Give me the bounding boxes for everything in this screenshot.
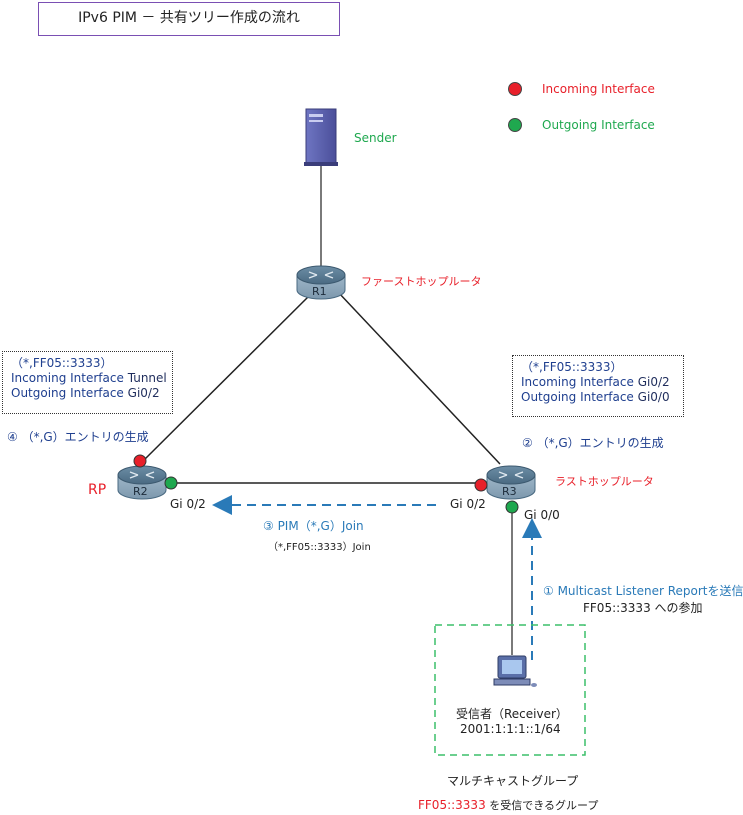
r1-role-label: ファーストホップルータ bbox=[361, 275, 482, 288]
step2-label: ② （*,G）エントリの生成 bbox=[522, 436, 664, 450]
legend-incoming-label: Incoming Interface bbox=[542, 82, 655, 96]
r3-gi00-label: Gi 0/0 bbox=[524, 508, 560, 522]
multicast-group-box bbox=[434, 624, 586, 756]
step3-sub-label: （*,FF05::3333）Join bbox=[268, 542, 371, 553]
r2-incoming-label: Incoming Interface bbox=[11, 371, 124, 385]
legend-outgoing-dot bbox=[508, 118, 522, 132]
link-r1-r3 bbox=[337, 291, 501, 465]
step1-label: ① Multicast Listener Reportを送信 bbox=[543, 584, 743, 598]
router-r1-icon[interactable] bbox=[296, 265, 346, 300]
group-caption: FF05::3333 を受信できるグループ bbox=[418, 797, 598, 813]
r3-outgoing-row: Outgoing Interface Gi0/0 bbox=[521, 390, 675, 405]
r3-entry: （*,FF05::3333） bbox=[521, 360, 623, 374]
r1-label: R1 bbox=[312, 285, 327, 298]
r3-incoming-label: Incoming Interface bbox=[521, 375, 634, 389]
group-description: を受信できるグループ bbox=[485, 799, 599, 812]
pc-icon[interactable] bbox=[493, 655, 537, 687]
r2-mroute-box: （*,FF05::3333） Incoming Interface Tunnel… bbox=[2, 351, 173, 414]
r3-gi02-label: Gi 0/2 bbox=[450, 497, 486, 511]
r2-gi02-label: Gi 0/2 bbox=[170, 497, 206, 511]
r3-mroute-box: （*,FF05::3333） Incoming Interface Gi0/2 … bbox=[512, 355, 684, 417]
r2-incoming-interface-dot bbox=[133, 454, 147, 468]
step1-sub-label: FF05::3333 への参加 bbox=[583, 601, 703, 615]
link-r1-r2 bbox=[141, 291, 314, 463]
sender-label: Sender bbox=[354, 131, 397, 145]
r2-outgoing-value: Gi0/2 bbox=[127, 386, 160, 400]
step3-label: ③ PIM（*,G）Join bbox=[263, 519, 364, 533]
r3-outgoing-value: Gi0/0 bbox=[637, 390, 670, 404]
step4-label: ④ （*,G）エントリの生成 bbox=[7, 430, 149, 444]
rp-label: RP bbox=[88, 482, 107, 498]
r3-outgoing-interface-dot bbox=[505, 500, 519, 514]
router-r3-icon[interactable] bbox=[486, 465, 536, 500]
server-icon[interactable] bbox=[304, 108, 338, 166]
group-address: FF05::3333 bbox=[418, 798, 486, 812]
group-title: マルチキャストグループ bbox=[447, 774, 579, 788]
r2-outgoing-interface-dot bbox=[164, 476, 178, 490]
r3-incoming-interface-dot bbox=[474, 478, 488, 492]
legend-incoming-dot bbox=[508, 82, 522, 96]
router-r2-icon[interactable] bbox=[117, 465, 167, 500]
r3-outgoing-label: Outgoing Interface bbox=[521, 390, 634, 404]
r2-outgoing-row: Outgoing Interface Gi0/2 bbox=[11, 386, 164, 401]
r2-incoming-value: Tunnel bbox=[127, 371, 167, 385]
receiver-address: 2001:1:1:1::1/64 bbox=[460, 722, 561, 736]
r3-incoming-row: Incoming Interface Gi0/2 bbox=[521, 375, 675, 390]
page-title: IPv6 PIM － 共有ツリー作成の流れ bbox=[38, 2, 340, 36]
r2-label: R2 bbox=[133, 485, 148, 498]
receiver-name: 受信者（Receiver） bbox=[456, 707, 568, 721]
r3-role-label: ラストホップルータ bbox=[555, 475, 654, 488]
r2-outgoing-label: Outgoing Interface bbox=[11, 386, 124, 400]
r2-entry: （*,FF05::3333） bbox=[11, 356, 113, 370]
r3-incoming-value: Gi0/2 bbox=[637, 375, 670, 389]
legend-outgoing-label: Outgoing Interface bbox=[542, 118, 655, 132]
r2-incoming-row: Incoming Interface Tunnel bbox=[11, 371, 167, 386]
r3-label: R3 bbox=[502, 485, 517, 498]
